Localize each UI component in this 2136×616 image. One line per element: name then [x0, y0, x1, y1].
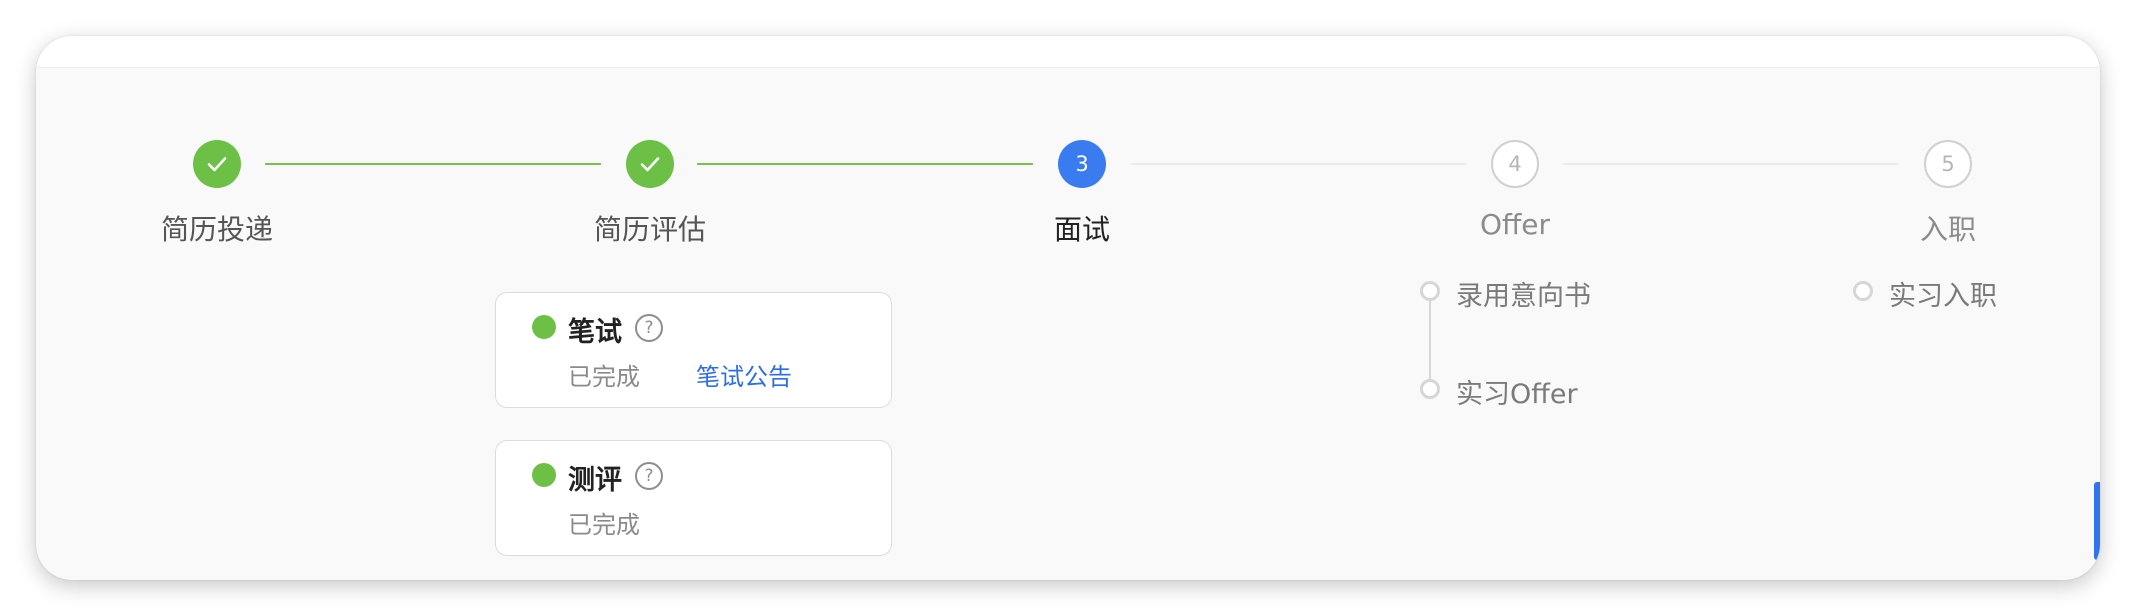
status-dot — [532, 315, 556, 339]
card-title: 测评 — [568, 465, 622, 496]
step-label: 简历评估 — [593, 213, 706, 246]
step-number-badge: 5 — [1924, 140, 1972, 188]
step-connector-1-2 — [265, 163, 601, 165]
step-connector-3-4 — [1131, 163, 1467, 165]
step-status-done — [193, 140, 241, 188]
assessment-card[interactable]: 测评 ? 已完成 — [495, 440, 892, 556]
written-test-card[interactable]: 笔试 ? 已完成 笔试公告 — [495, 292, 892, 408]
offer-item-intent-letter[interactable]: 录用意向书 — [1456, 281, 1591, 312]
card-status: 已完成 — [568, 511, 640, 539]
card-title: 笔试 — [568, 317, 622, 348]
status-dot — [532, 463, 556, 487]
step-number-badge: 3 — [1058, 140, 1106, 188]
offer-item-internship-offer[interactable]: 实习Offer — [1456, 379, 1578, 410]
step-label: 面试 — [1053, 213, 1110, 246]
step-label: 入职 — [1919, 213, 1976, 246]
question-circle-icon[interactable]: ? — [635, 462, 663, 490]
step-number-badge: 4 — [1491, 140, 1539, 188]
check-icon — [640, 157, 660, 172]
timeline-node — [1420, 379, 1440, 399]
check-icon — [207, 157, 227, 172]
side-float-button[interactable] — [2094, 482, 2100, 560]
written-test-announcement-link[interactable]: 笔试公告 — [696, 363, 792, 391]
timeline-node — [1420, 281, 1440, 301]
card-status: 已完成 — [568, 363, 640, 391]
question-circle-icon[interactable]: ? — [635, 314, 663, 342]
onboarding-item-internship-onboarding[interactable]: 实习入职 — [1889, 281, 1997, 312]
step-label: Offer — [1479, 208, 1551, 241]
step-status-done — [626, 140, 674, 188]
step-label: 简历投递 — [160, 213, 273, 246]
step-connector-4-5 — [1563, 163, 1899, 165]
offer-timeline-line — [1429, 300, 1431, 382]
step-connector-2-3 — [697, 163, 1033, 165]
application-window: 简历投递 简历评估 3 面试 4 Offer 5 入职 笔试 ? 已完成 笔试公… — [36, 36, 2100, 580]
window-top-bar — [36, 36, 2100, 68]
timeline-node — [1853, 281, 1873, 301]
